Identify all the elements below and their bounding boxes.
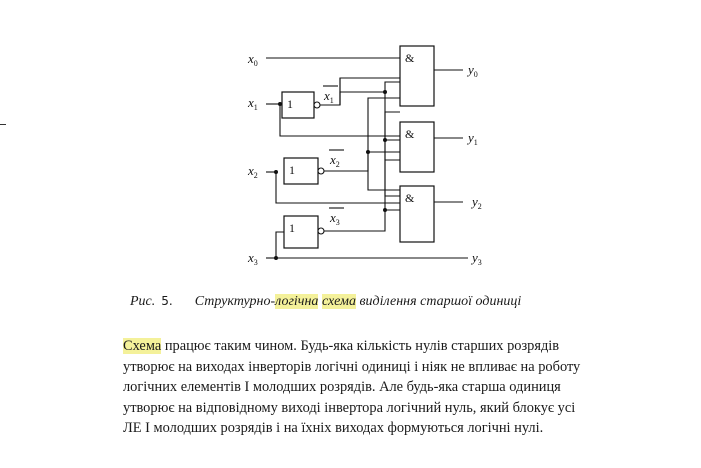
caption-prefix: Рис. — [130, 294, 156, 309]
paragraph-line-4: утворює на відповідному виході інвертора… — [123, 399, 576, 416]
junction-dot — [366, 150, 370, 154]
output-label-y3: y3 — [470, 250, 482, 267]
inverter-bubble — [317, 227, 325, 235]
paragraph-line-3: логічних елементів І молодших розрядів. … — [123, 379, 561, 395]
caption-highlight-2: схема — [321, 294, 356, 309]
paragraph-text: працює таким чином. Будь-яка кількість н… — [161, 338, 560, 354]
paragraph-line-1: Схема працює таким чином. Будь-яка кільк… — [123, 336, 643, 357]
inverted-label-x2: x2 — [329, 152, 340, 169]
bus-notx2-and2 — [367, 152, 400, 191]
and-label: & — [405, 51, 415, 65]
inverter-bubble — [317, 167, 325, 175]
and-gate-0 — [399, 45, 435, 107]
junction-dot — [383, 90, 387, 94]
logic-circuit-diagram: x0 x1 x2 x3 1 x1 1 x2 1 x3 & & & — [247, 45, 482, 267]
bus-notx2-and0 — [367, 97, 400, 152]
inverter-bubble — [313, 101, 321, 109]
input-label-x1: x1 — [247, 95, 258, 112]
wire-notx3 — [324, 209, 400, 232]
figure-caption: Рис. 5. Структурно-логічна схема виділення… — [130, 294, 521, 310]
body-paragraph: Схема працює таким чином. Будь-яка кільк… — [123, 336, 643, 439]
wire-x2-to-and2 — [275, 172, 400, 204]
input-label-x3: x3 — [247, 250, 258, 267]
caption-highlight-1: логічна — [275, 294, 319, 309]
inverter-gate-2 — [283, 157, 319, 185]
page-edge-mark — [0, 124, 6, 125]
caption-title-start: Структурно- — [194, 294, 276, 309]
wire-x1-to-and1 — [279, 104, 400, 137]
wire-x3-to-inv — [275, 231, 284, 258]
inverter-label: 1 — [287, 97, 293, 111]
and-label: & — [405, 191, 415, 205]
inverter-label: 1 — [289, 163, 295, 177]
output-label-y0: y0 — [466, 62, 478, 79]
inverter-label: 1 — [289, 221, 295, 235]
output-label-y2: y2 — [470, 194, 482, 211]
and-label: & — [405, 127, 415, 141]
bus-notx3-and0 — [384, 111, 400, 160]
input-label-x2: x2 — [247, 163, 258, 180]
highlighted-word: Схема — [123, 338, 162, 354]
output-label-y1: y1 — [466, 130, 478, 147]
caption-number: 5. — [161, 294, 173, 308]
input-label-x0: x0 — [247, 51, 258, 68]
caption-title-end: виділення старшої одиниці — [359, 294, 522, 309]
and-gate-1 — [399, 121, 435, 173]
bus-notx1-to-and1 — [384, 92, 400, 141]
inverter-gate-3 — [283, 215, 319, 249]
inverted-label-x3: x3 — [329, 210, 340, 227]
bus-notx1-split — [339, 81, 400, 105]
paragraph-line-5: ЛЕ І молодших розрядів і на їхніх вихода… — [123, 420, 544, 436]
bus-notx1-to-and2 — [384, 140, 400, 197]
inverted-label-x1: x1 — [323, 88, 334, 105]
and-gate-2 — [399, 185, 435, 243]
paragraph-line-2: утворює на виходах інверторів логічні од… — [123, 358, 581, 375]
